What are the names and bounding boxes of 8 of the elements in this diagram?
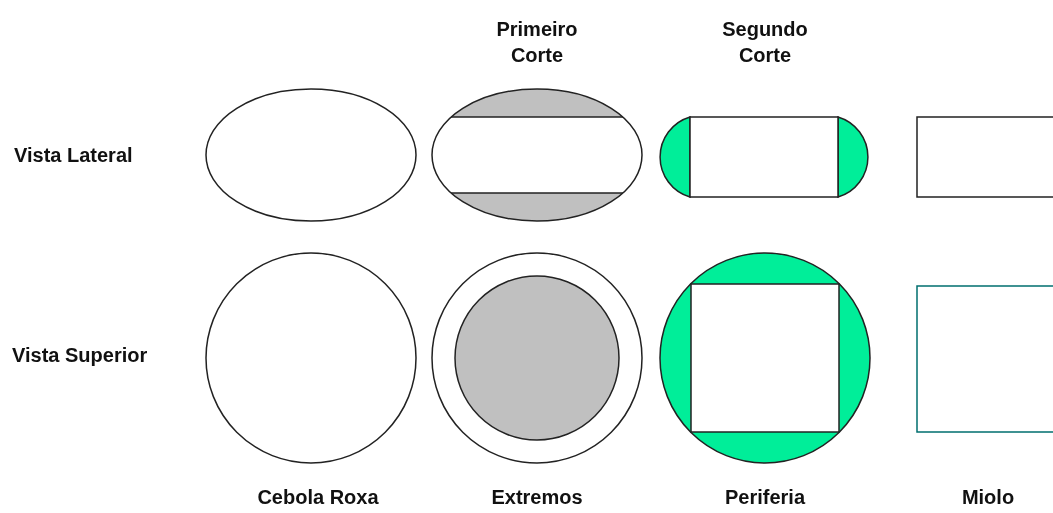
row-heading: Vista Lateral xyxy=(14,143,134,168)
row-heading: Vista Superior xyxy=(12,343,149,368)
column-caption: Extremos xyxy=(490,485,584,510)
column-caption: Miolo xyxy=(960,485,1016,510)
column-caption: Periferia xyxy=(723,485,807,510)
column-heading: Segundo Corte xyxy=(721,17,809,68)
column-caption: Cebola Roxa xyxy=(256,485,380,510)
column-heading: Primeiro Corte xyxy=(495,17,579,68)
